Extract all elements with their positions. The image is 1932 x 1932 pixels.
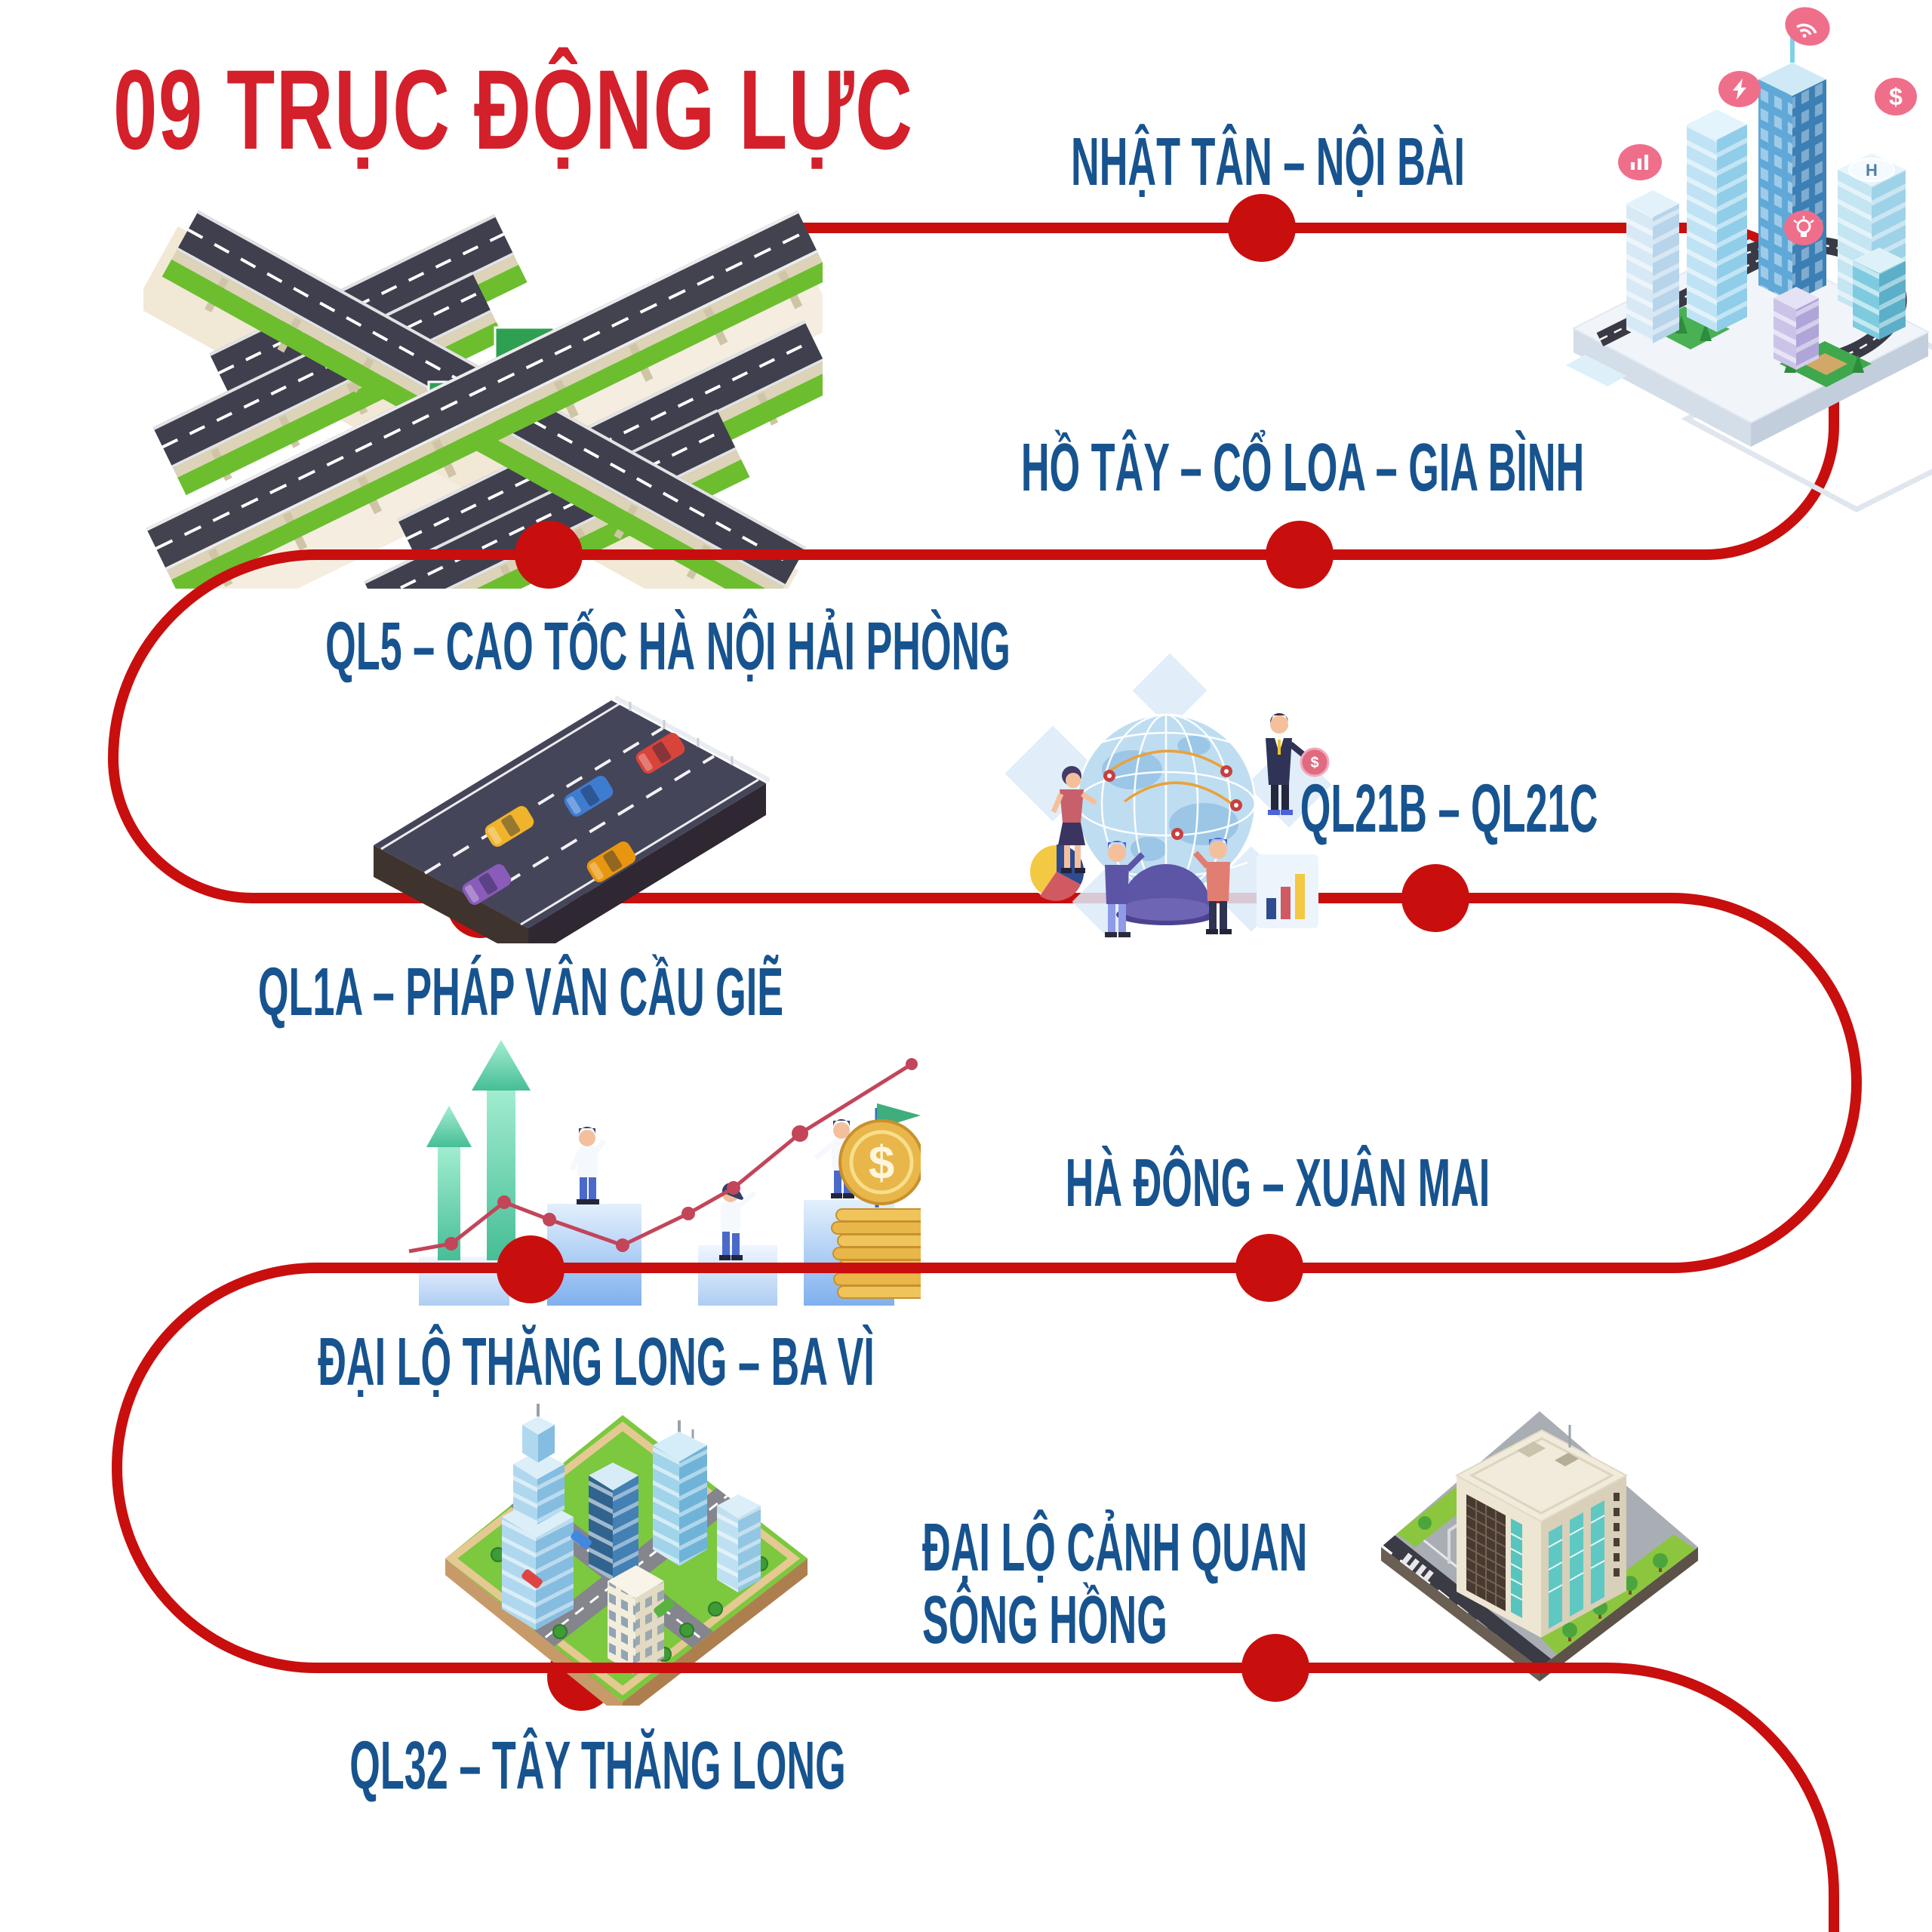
route-label-line1: ĐẠI LỘ CẢNH QUAN: [922, 1510, 1308, 1586]
mini-car: [521, 1530, 675, 1617]
guard-rail: [614, 695, 770, 783]
route-label-ql5-cao-toc-ha-noi-hai-phong: QL5 – CAO TỐC HÀ NỘI HẢI PHÒNG: [325, 609, 1011, 685]
route-node-7: [1235, 1234, 1303, 1302]
route-node-3: [1266, 521, 1334, 589]
map-pin-icon: [1103, 765, 1242, 840]
gold-coin-icon: $: [838, 1119, 921, 1205]
svg-text:$: $: [869, 1137, 894, 1189]
wifi-badge-icon: [1785, 7, 1830, 46]
dollar-badge-icon: $: [1875, 78, 1917, 115]
glass-tower-tall: [653, 1420, 707, 1566]
route-line-row3: [108, 758, 1863, 1273]
route-label-ha-dong-xuan-mai: HÀ ĐÔNG – XUÂN MAI: [1065, 1146, 1491, 1221]
lightning-badge-icon: [1718, 71, 1761, 107]
route-node-5: [1401, 864, 1469, 932]
person-purple: [1105, 841, 1145, 937]
office-tower-illustration: [1381, 1411, 1698, 1681]
chart-badge-icon: [1618, 144, 1662, 180]
person-suit: $: [1266, 712, 1330, 815]
car-purple: [462, 864, 512, 905]
route-node-1: [1228, 194, 1296, 262]
route-label-nhat-tan-noi-bai: NHẬT TÂN – NỘI BÀI: [1071, 125, 1465, 200]
smart-city-illustration: H $: [1566, 7, 1932, 512]
person-climber: [569, 1126, 607, 1204]
trend-dot: [445, 1058, 918, 1252]
bulb-badge-icon: [1784, 211, 1823, 245]
route-line-row4-row5: [111, 1263, 1839, 1932]
car-yellow: [485, 806, 534, 847]
page-title: 09 TRỤC ĐỘNG LỰC: [113, 46, 914, 173]
small-building: [1774, 287, 1819, 370]
route-label-dai-lo-thang-long-ba-vi: ĐẠI LỘ THĂNG LONG – BA VÌ: [318, 1324, 875, 1400]
helipad-h-icon: H: [1866, 161, 1878, 180]
podium-bar: [547, 1204, 641, 1306]
route-label-dai-lo-canh-quan-song-hong: ĐẠI LỘ CẢNH QUAN SÔNG HỒNG: [922, 1512, 1307, 1657]
route-node-9: [1241, 1634, 1309, 1702]
person-woman: [1051, 766, 1097, 873]
glass-tower-navy: [589, 1463, 638, 1581]
coin-dollar-icon: $: [1310, 755, 1318, 771]
route-node-6: [497, 1235, 565, 1303]
car-orange: [586, 841, 636, 882]
main-elevated-road: [146, 211, 823, 589]
svg-text:$: $: [1889, 83, 1903, 110]
route-line-row2: [108, 549, 1706, 759]
growth-chart-illustration: $: [408, 1040, 921, 1306]
small-building: [1853, 248, 1906, 340]
car-blue: [564, 776, 614, 817]
tiered-tower: [502, 1404, 574, 1630]
route-label-ql21b-ql21c: QL21B – QL21C: [1300, 771, 1598, 847]
skyscraper-tallest: [1758, 14, 1826, 302]
globe-team-illustration: $: [1004, 653, 1332, 940]
coin-stack-icon: [831, 1208, 921, 1299]
person-salmon: [1193, 838, 1232, 934]
route-label-ql1a-phap-van-cau-gie: QL1A – PHÁP VÂN CẦU GIẼ: [257, 955, 784, 1030]
route-label-line2: SÔNG HỒNG: [922, 1583, 1168, 1658]
car-red: [635, 733, 685, 774]
route-node-2: [515, 521, 583, 589]
bar-chart-icon: [1257, 854, 1318, 928]
dome-icon: [1121, 864, 1211, 909]
skyscraper: [1626, 190, 1679, 343]
office-building: [1454, 1425, 1629, 1638]
route-label-ho-tay-co-loa-gia-binh: HỒ TÂY – CỔ LOA – GIA BÌNH: [1020, 430, 1585, 506]
road-cars-illustration: [374, 695, 770, 943]
route-label-ql32-tay-thang-long: QL32 – TÂY THĂNG LONG: [349, 1728, 846, 1804]
skyscraper: [1687, 109, 1747, 332]
glass-slab: [717, 1494, 761, 1592]
cream-building: [608, 1565, 664, 1675]
